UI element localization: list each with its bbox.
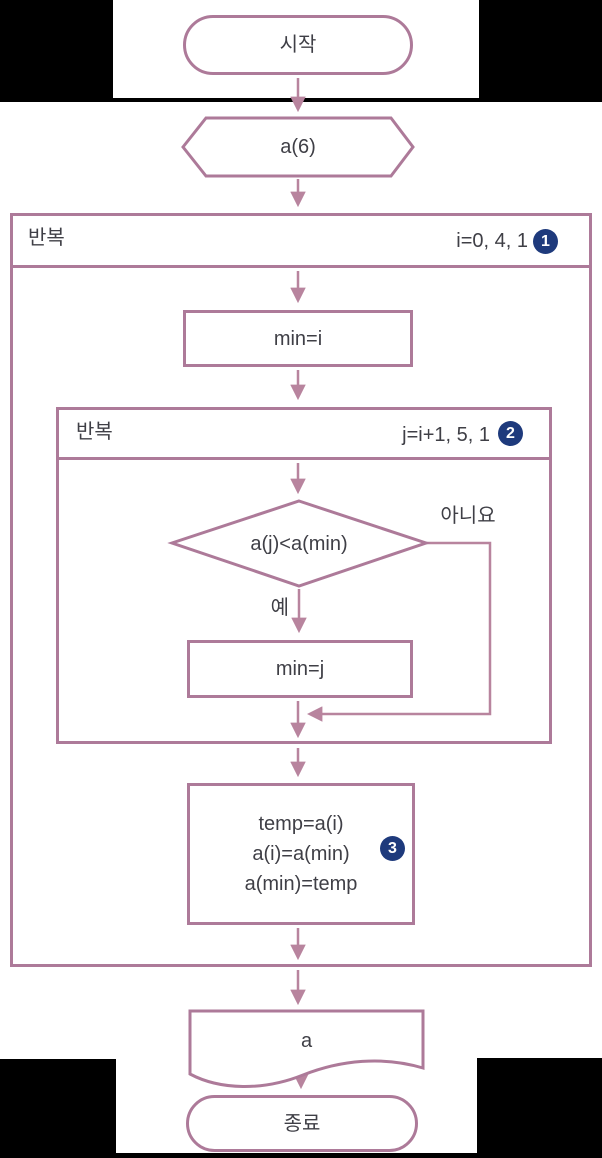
terminal-start: [183, 15, 413, 75]
init-min-label: min=i: [273, 327, 323, 350]
inner-loop-header-divider: [56, 457, 552, 460]
mask-top-right: [479, 0, 602, 98]
swap-line-3: a(min)=temp: [244, 873, 358, 895]
end-label: 종료: [283, 1112, 321, 1135]
mask-bottom-left: [0, 1059, 116, 1153]
step-badge-2: 2: [498, 421, 523, 446]
step-badge-1: 1: [533, 229, 558, 254]
process-init-min: [183, 310, 413, 367]
mask-bottom-line: [0, 1153, 602, 1158]
set-min-label: min=j: [275, 658, 325, 680]
output-label: a: [300, 1030, 313, 1052]
mask-top-line: [0, 98, 602, 102]
input-label: a(6): [280, 136, 316, 158]
outer-loop-keyword: 반복: [28, 227, 65, 249]
process-swap: [187, 783, 415, 925]
inner-loop-keyword: 반복: [76, 421, 113, 443]
outer-loop-box: [10, 213, 592, 967]
branch-no-label: 아니요: [440, 505, 496, 527]
swap-line-2: a(i)=a(min): [252, 843, 350, 865]
mask-bottom-right: [477, 1058, 602, 1153]
swap-label: temp=a(i) a(i)=a(min) a(min)=temp: [187, 783, 415, 925]
terminal-end: [186, 1095, 418, 1152]
mask-top-left: [0, 0, 113, 98]
inner-loop-box: [56, 407, 552, 744]
branch-yes-label: 예: [270, 597, 289, 619]
decision-label: a(j)<a(min): [250, 532, 348, 555]
step-badge-3: 3: [380, 836, 405, 861]
inner-loop-condition: j=i+1, 5, 1: [402, 424, 490, 446]
outer-loop-header-divider: [10, 265, 592, 268]
start-label: 시작: [279, 34, 317, 56]
outer-loop-condition: i=0, 4, 1: [456, 230, 528, 252]
swap-line-1: temp=a(i): [258, 813, 344, 835]
